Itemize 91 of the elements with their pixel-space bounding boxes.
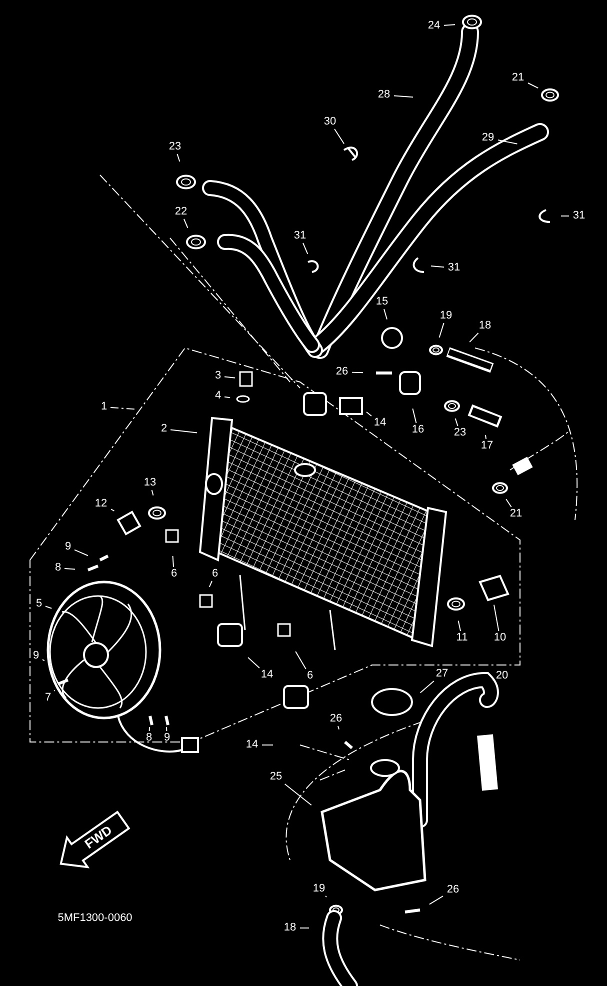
callout-number: 19 <box>312 884 326 894</box>
callout-number: 13 <box>142 478 158 488</box>
leader-line <box>352 372 364 374</box>
leader-line <box>148 726 150 732</box>
leader-line <box>54 690 56 692</box>
callout-number: 27 <box>434 668 450 680</box>
callout-number: 31 <box>292 230 308 242</box>
callout-number: 31 <box>446 262 462 274</box>
callout-number: 12 <box>94 498 108 510</box>
leader-line <box>338 726 340 730</box>
callout-number: 9 <box>64 542 72 552</box>
callout-number: 29 <box>480 132 496 144</box>
callout-number: 20 <box>494 670 510 682</box>
leader-line <box>183 218 188 228</box>
callout-number: 2 <box>160 424 168 434</box>
callout-number: 31 <box>572 210 586 222</box>
leader-line <box>394 95 414 98</box>
callout-number: 28 <box>376 90 392 100</box>
leader-line <box>528 82 539 89</box>
leader-line <box>506 498 512 508</box>
callout-number: 26 <box>334 366 350 378</box>
callout-number: 1 <box>100 402 108 412</box>
leader-line <box>284 784 312 806</box>
leader-line <box>454 418 458 426</box>
callout-number: 3 <box>214 370 222 382</box>
callout-number: 26 <box>328 714 344 724</box>
leader-line <box>302 242 308 254</box>
callout-number: 9 <box>162 732 172 744</box>
leader-line <box>110 508 115 512</box>
callout-number: 21 <box>508 508 524 520</box>
callout-number: 17 <box>480 440 494 452</box>
callout-number: 18 <box>282 922 298 934</box>
leader-line <box>384 308 388 320</box>
drawing-number: 5MF1300-0060 <box>58 910 132 926</box>
leader-line <box>170 429 198 434</box>
leader-line <box>438 322 444 338</box>
callout-number: 5 <box>34 598 44 610</box>
arrow-label: FWD <box>80 822 116 854</box>
callout-number: 11 <box>455 632 469 644</box>
leader-line <box>444 24 456 26</box>
leader-line <box>412 408 417 424</box>
leader-line <box>428 896 444 905</box>
leader-line <box>430 265 444 268</box>
leader-line <box>110 406 136 410</box>
callout-number: 8 <box>54 562 62 574</box>
callout-number: 30 <box>322 116 338 128</box>
leader-line <box>366 411 372 416</box>
leader-line <box>172 555 174 568</box>
leader-line <box>151 490 154 496</box>
leader-line <box>208 580 212 588</box>
callout-number: 18 <box>478 320 492 332</box>
callout-number: 26 <box>446 884 460 896</box>
leader-line <box>295 650 306 670</box>
leader-line <box>334 128 345 144</box>
leader-line <box>484 434 487 440</box>
callout-number: 10 <box>492 632 508 644</box>
leader-line <box>420 680 434 694</box>
leader-line <box>248 656 260 668</box>
leader-line <box>176 154 180 162</box>
callout-number: 6 <box>306 670 314 682</box>
leader-line <box>224 396 231 398</box>
callout-number: 22 <box>174 206 188 218</box>
callout-number: 7 <box>44 692 52 704</box>
leader-line <box>458 620 461 632</box>
leader-line <box>166 726 168 732</box>
callout-number: 14 <box>372 418 388 428</box>
callout-number: 24 <box>426 20 442 32</box>
callout-number: 14 <box>260 670 274 680</box>
leader-line <box>469 332 479 343</box>
callout-number: 14 <box>244 740 260 750</box>
callout-number: 9 <box>32 650 40 662</box>
leader-line <box>493 604 500 632</box>
leader-line <box>498 140 518 144</box>
leader-line <box>42 659 45 662</box>
callout-number: 4 <box>214 390 222 402</box>
leader-line <box>45 606 52 609</box>
leader-line <box>325 896 327 898</box>
callout-number: 21 <box>510 72 526 84</box>
leader-line <box>224 376 236 378</box>
callout-number: 16 <box>410 424 426 436</box>
callout-number: 23 <box>452 428 468 438</box>
callout-number: 23 <box>168 142 182 152</box>
callout-number: 19 <box>438 310 454 322</box>
callout-number: 25 <box>268 772 284 782</box>
callout-number: 8 <box>144 732 154 744</box>
callout-number: 6 <box>170 568 178 580</box>
leader-line <box>262 744 274 746</box>
callout-number: 15 <box>374 296 390 308</box>
callout-number: 6 <box>210 568 220 580</box>
leader-line <box>74 549 88 556</box>
leader-line <box>64 568 76 570</box>
